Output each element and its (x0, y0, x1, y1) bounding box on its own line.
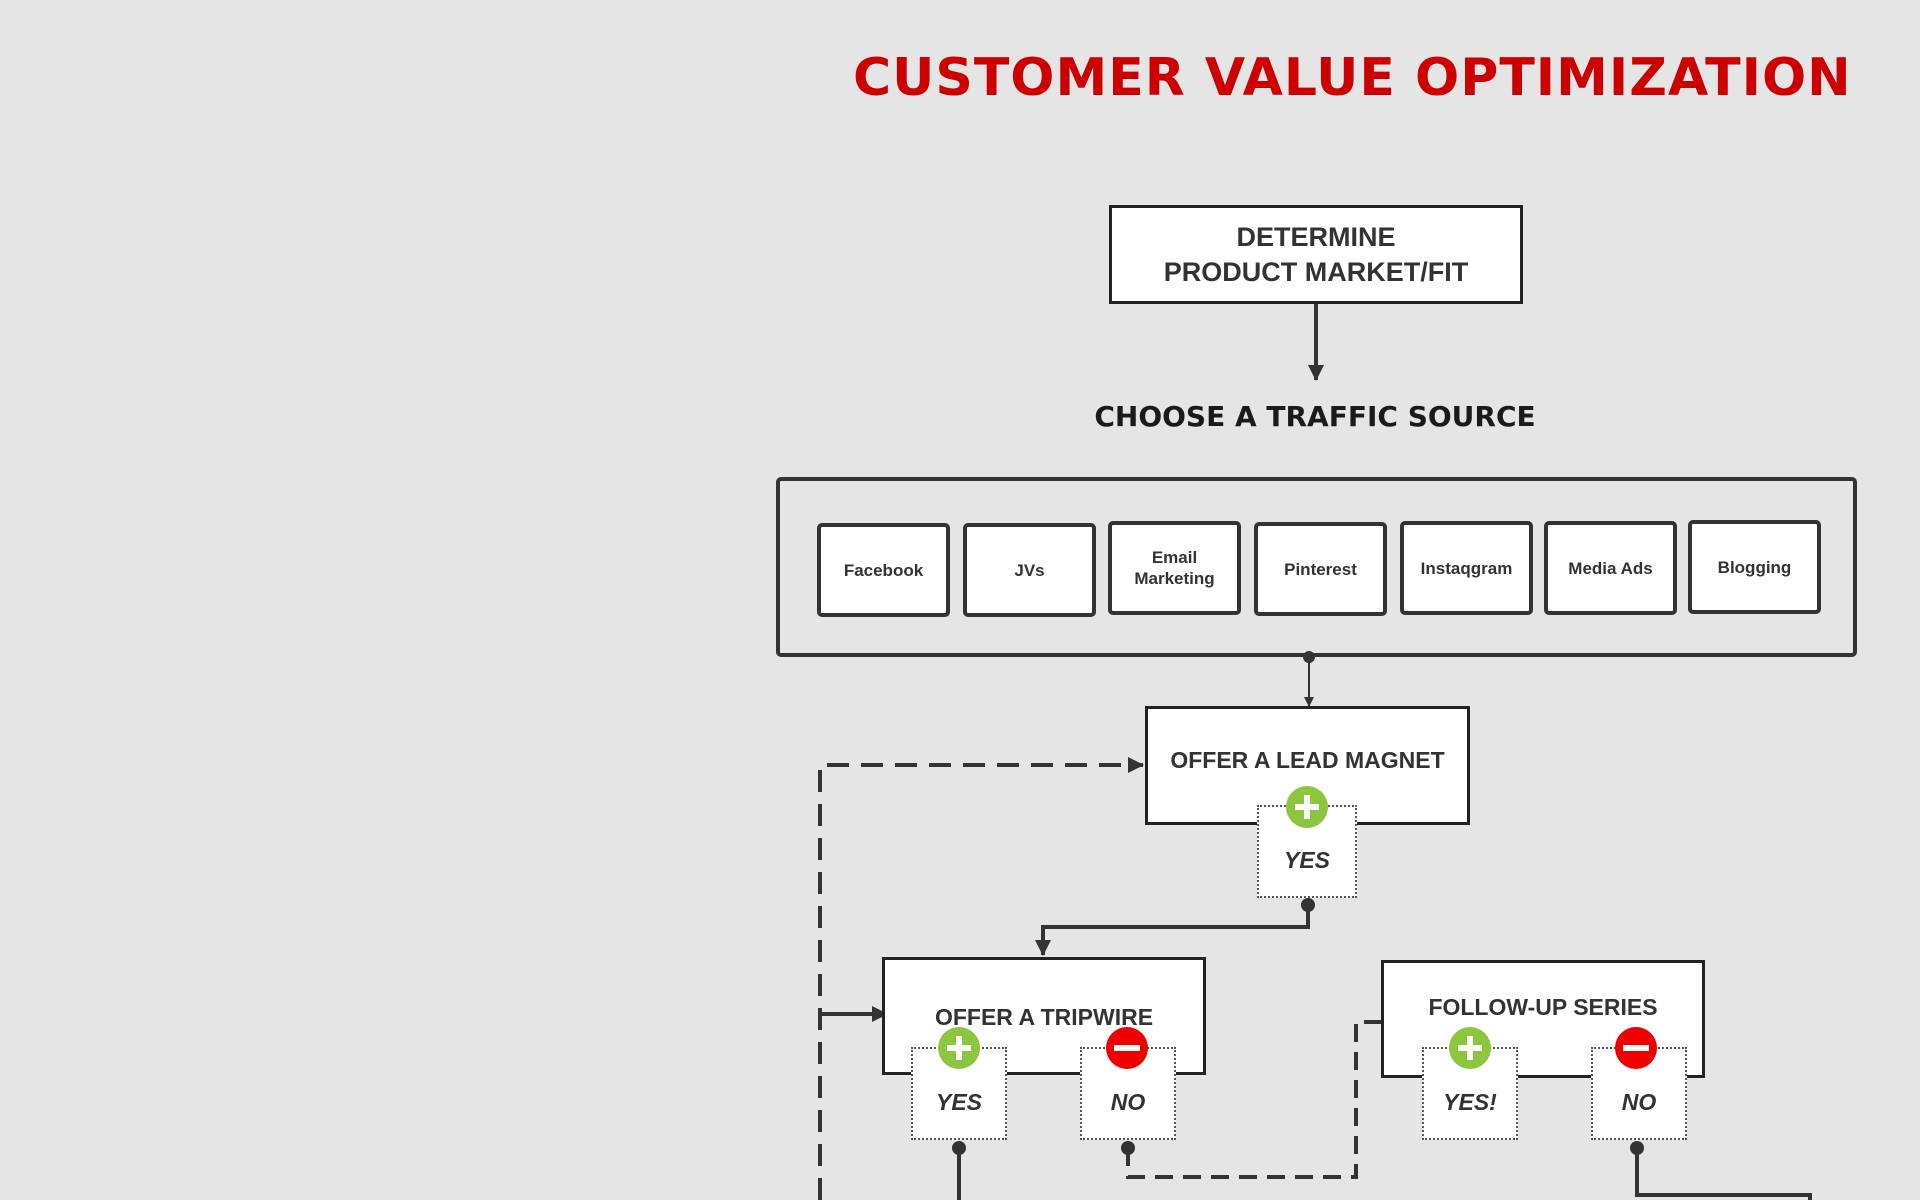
dashed-loop-line (818, 757, 1144, 1200)
determine-line-1: DETERMINE (1236, 221, 1396, 252)
traffic-source-instagram: Instaqgram (1400, 521, 1533, 615)
plus-circle-icon (1449, 1027, 1491, 1069)
tripwire-label: OFFER A TRIPWIRE (934, 1004, 1154, 1030)
traffic-source-container (776, 477, 1857, 657)
lead-magnet-label: OFFER A LEAD MAGNET (1170, 747, 1445, 773)
dashed-tripwire-no-to-followup (1126, 1014, 1400, 1179)
line-followup-no-right (1635, 1148, 1812, 1200)
lead-magnet-yes-box: YES (1257, 805, 1357, 898)
minus-circle-icon (1106, 1027, 1148, 1069)
connector-dot (952, 1141, 966, 1155)
traffic-source-blogging: Blogging (1688, 520, 1821, 614)
minus-circle-icon (1615, 1027, 1657, 1069)
connector-dot (1121, 1141, 1135, 1155)
determine-line-2: PRODUCT MARKET/FIT (1163, 256, 1469, 287)
plus-circle-icon (938, 1027, 980, 1069)
plus-circle-icon (1286, 786, 1328, 828)
arrow-lead-yes-to-tripwire (1035, 905, 1310, 956)
page-title: CUSTOMER VALUE OPTIMIZATION (853, 48, 1852, 108)
determine-product-market-fit-box: DETERMINE PRODUCT MARKET/FIT (1109, 205, 1523, 304)
traffic-source-email-marketing: Email Marketing (1108, 521, 1241, 615)
traffic-source-facebook: Facebook (817, 523, 950, 617)
traffic-source-heading: CHOOSE A TRAFFIC SOURCE (1094, 400, 1536, 433)
traffic-source-pinterest: Pinterest (1254, 522, 1387, 616)
follow-up-label: FOLLOW-UP SERIES (1428, 994, 1658, 1020)
traffic-source-jvs: JVs (963, 523, 1096, 617)
traffic-source-media-ads: Media Ads (1544, 521, 1677, 615)
connector-dot (1630, 1141, 1644, 1155)
connector-dot (1301, 898, 1315, 912)
